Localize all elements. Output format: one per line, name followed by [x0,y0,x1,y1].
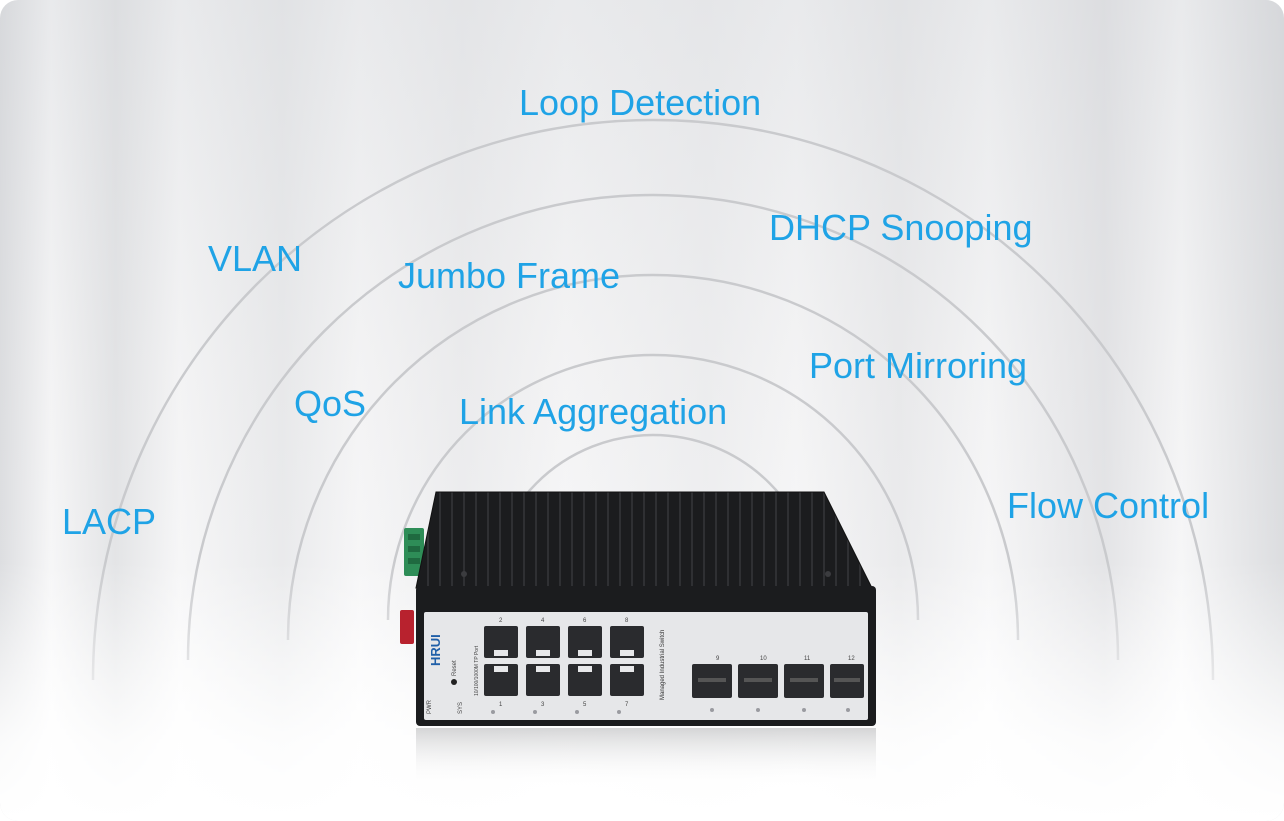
arc-4 [186,193,1120,661]
feature-jumbo-frame: Jumbo Frame [398,255,621,296]
reset-label: Reset [452,660,458,676]
feature-flow-control: Flow Control [1007,485,1210,526]
rj45-port-8[interactable] [610,626,644,658]
sys-label: SYS [458,702,464,714]
rj45-port-5[interactable] [568,664,602,696]
feature-vlan: VLAN [208,238,303,279]
power-connector [400,610,414,644]
port-number: 6 [583,618,587,624]
feature-qos: QoS [294,383,367,424]
brand-logo: HRUI [428,634,443,666]
feature-link-aggregation: Link Aggregation [459,391,728,432]
rj45-ports [484,626,644,696]
feature-lacp: LACP [62,501,157,542]
sfp-number: 9 [716,656,720,662]
feature-dhcp-snooping: DHCP Snooping [769,207,1033,248]
sfp-ports [692,664,864,698]
device-reflection [416,728,876,786]
arc-3 [286,273,1020,641]
pwr-label: PWR [427,699,433,714]
port-number: 5 [583,702,587,708]
rj45-port-6[interactable] [568,626,602,658]
feature-port-mirroring: Port Mirroring [809,345,1028,386]
feature-loop-detection: Loop Detection [519,82,762,123]
sfp-number: 11 [804,656,811,662]
port-number: 8 [625,618,629,624]
reset-button[interactable] [451,679,457,685]
sfp-number: 12 [848,656,855,662]
port-number: 4 [541,618,545,624]
port-number: 3 [541,702,545,708]
rj45-port-2[interactable] [484,626,518,658]
arc-2 [386,353,920,621]
port-number: 1 [499,702,503,708]
heatsink-top [415,491,873,589]
rj45-port-7[interactable] [610,664,644,696]
terminal-block [404,528,424,576]
arc-5 [91,118,1215,681]
sfp-number: 10 [760,656,767,662]
port-number: 2 [499,618,503,624]
port-number: 7 [625,702,629,708]
rj45-port-4[interactable] [526,626,560,658]
rj45-port-1[interactable] [484,664,518,696]
model-label: Managed Industrial Switch [660,630,666,700]
industrial-switch: HRUI PWR SYS Reset 2 4 6 8 [400,491,876,786]
port-type-label: 10/100/1000M TP Port [474,645,480,696]
rj45-port-3[interactable] [526,664,560,696]
